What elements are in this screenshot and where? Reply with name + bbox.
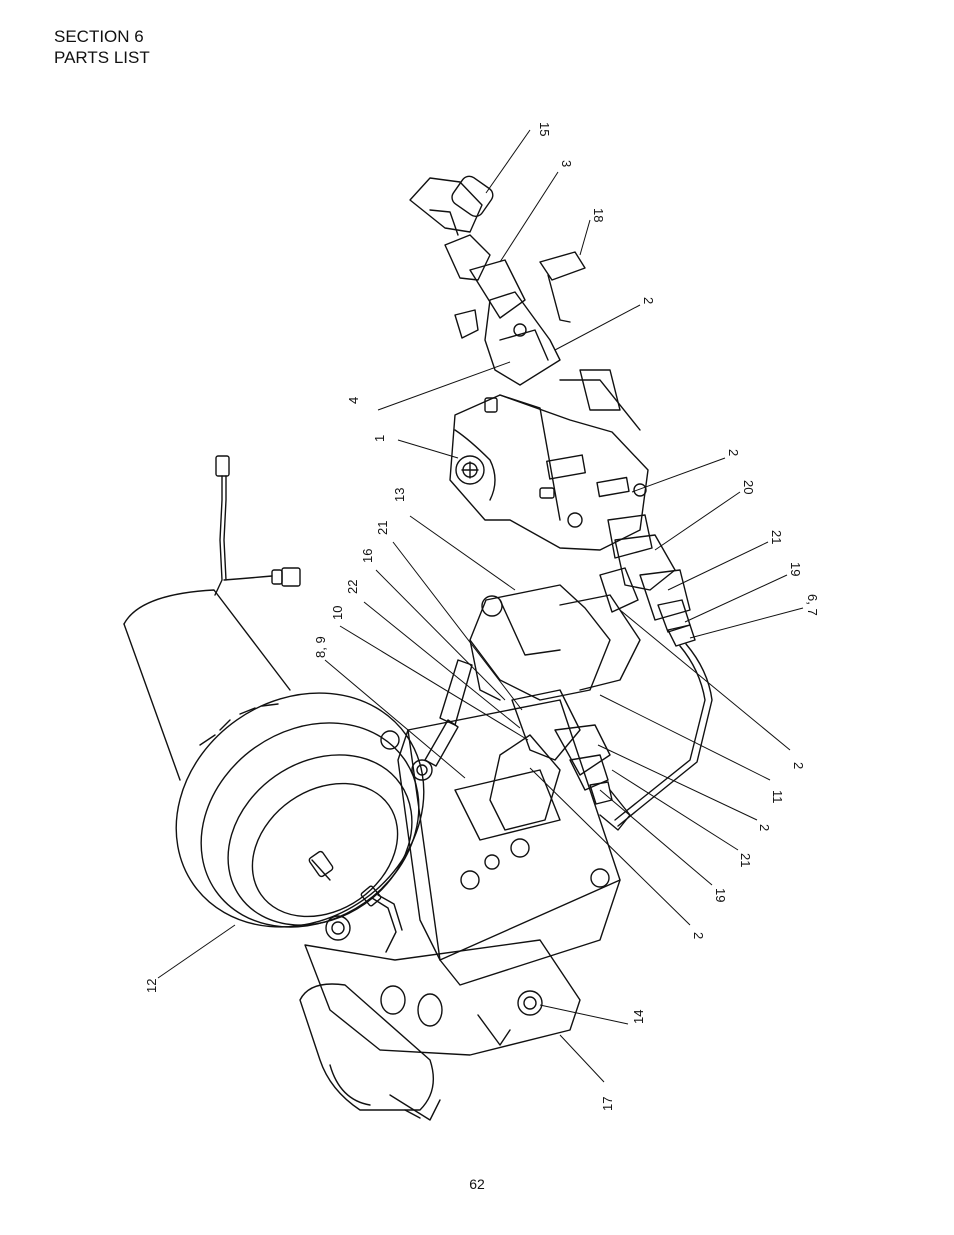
fuel-pump: [449, 369, 649, 551]
callout-13: 13: [392, 488, 407, 502]
callout-15: 15: [537, 122, 552, 136]
callout-18: 18: [591, 208, 606, 222]
fuel-line: [360, 885, 403, 953]
lower-solenoid: [424, 584, 641, 831]
callout-4: 4: [346, 397, 361, 404]
callout-16: 16: [360, 549, 375, 563]
wire-harness: [214, 455, 301, 596]
blower-block: [380, 699, 621, 986]
page-header: SECTION 6 PARTS LIST: [54, 26, 150, 68]
callout-14: 14: [631, 1010, 646, 1024]
motor-housing: [123, 589, 425, 928]
leader-lines: [157, 129, 804, 1083]
air-tube: [299, 983, 441, 1121]
section-title: PARTS LIST: [54, 48, 150, 67]
callout-19-low: 19: [713, 888, 728, 902]
callout-1: 1: [372, 435, 387, 442]
callout-12: 12: [144, 979, 159, 993]
callout-2-bottom: 2: [691, 932, 706, 939]
callout-labels: 15 3 18 2 4 1 2 20 13 21 21 16 19 22 6, …: [144, 122, 820, 1111]
mounting-flange: [304, 915, 581, 1056]
callout-21-left: 21: [375, 521, 390, 535]
callout-10: 10: [330, 606, 345, 620]
callout-17: 17: [600, 1097, 615, 1111]
callout-3: 3: [559, 160, 574, 167]
section-label: SECTION 6: [54, 27, 144, 46]
callout-6-7: 6, 7: [805, 594, 820, 616]
callout-8-9: 8, 9: [313, 636, 328, 658]
callout-21-right: 21: [769, 530, 784, 544]
page-number: 62: [469, 1176, 485, 1192]
upper-valve-assembly: [409, 175, 586, 386]
callout-2-low: 2: [757, 824, 772, 831]
callout-20: 20: [741, 480, 756, 494]
callout-19-right: 19: [788, 562, 803, 576]
callout-22: 22: [345, 580, 360, 594]
callout-2-top: 2: [641, 297, 656, 304]
callout-2-mid: 2: [791, 762, 806, 769]
callout-11: 11: [770, 790, 785, 804]
callout-2-pump: 2: [726, 449, 741, 456]
callout-21-low: 21: [738, 853, 753, 867]
right-fittings: [599, 514, 713, 831]
